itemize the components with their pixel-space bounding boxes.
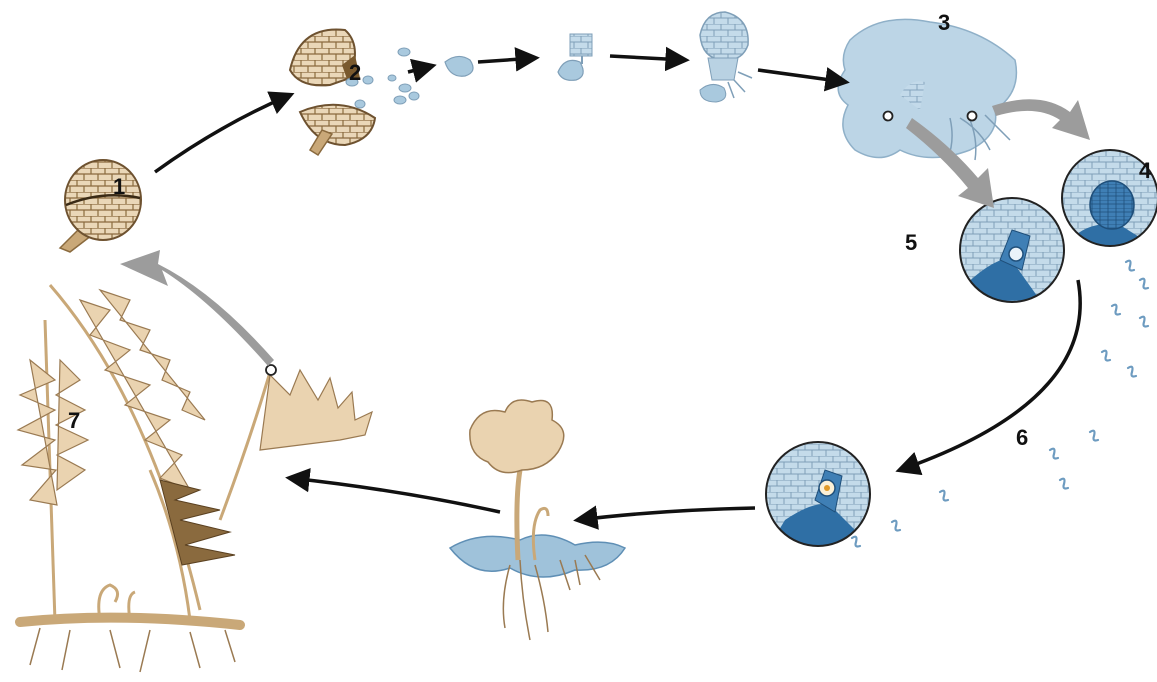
step-label-6: 6 [1016,425,1028,450]
step-label-5: 5 [905,230,917,255]
developing-prothallus [700,12,752,102]
mature-fern-sporophyte [18,285,372,672]
sperm-cells [852,261,1148,547]
sporangium-open [290,30,375,156]
step-label-1: 1 [113,174,125,199]
fertilization-detail [766,442,870,546]
step-label-4: 4 [1139,158,1152,183]
young-protonema [558,34,592,80]
step-label-3: 3 [938,10,950,35]
archegonium-detail [960,198,1064,302]
young-sporophyte [450,400,625,640]
step-label-2: 2 [349,60,361,85]
germinating-spore [445,56,473,76]
sporangium-closed [60,160,141,252]
step-label-7: 7 [68,408,80,433]
